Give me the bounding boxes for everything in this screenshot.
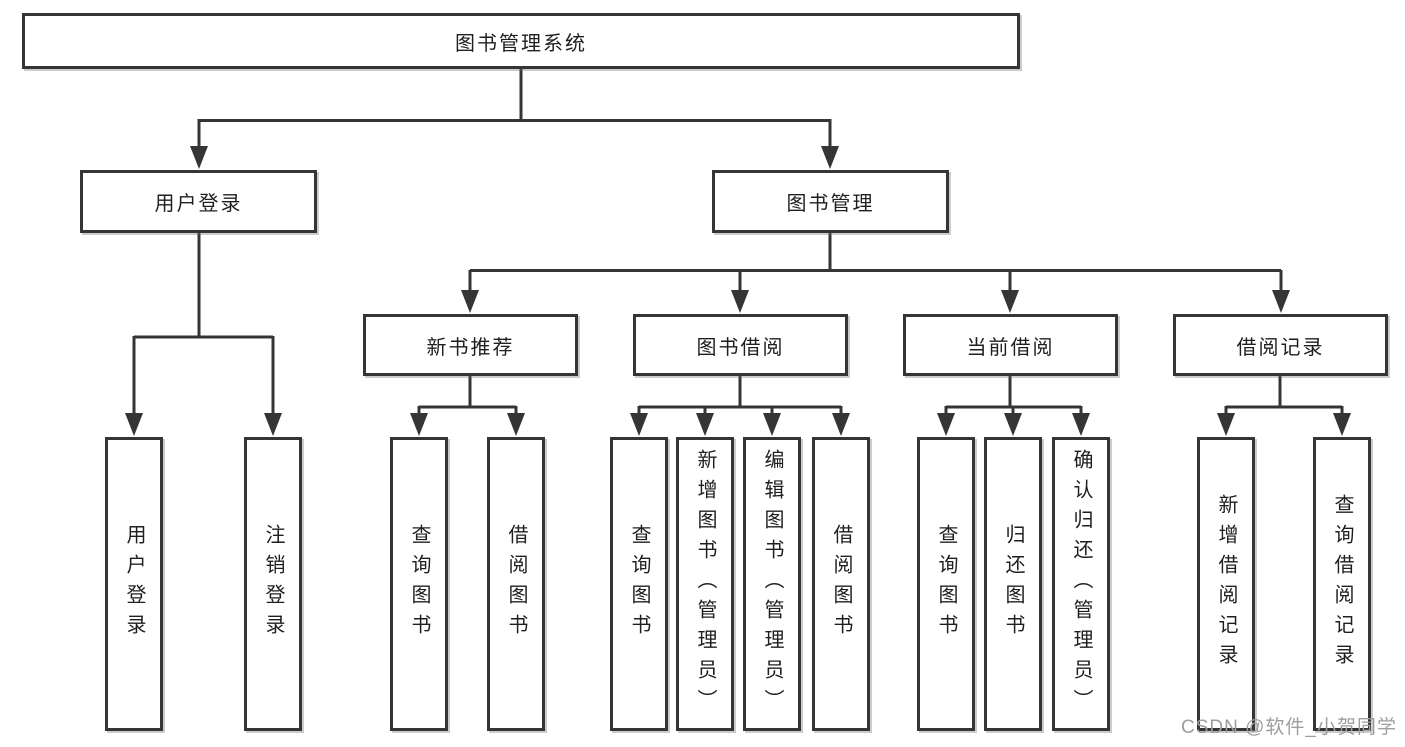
node-borrowing-records: 借阅记录 xyxy=(1173,314,1388,376)
leaf-bb-query-books: 查询图书 xyxy=(610,437,668,731)
node-library-management-system: 图书管理系统 xyxy=(22,13,1020,69)
arrowheads xyxy=(125,146,1351,436)
leaf-bb-add-books-admin: 新增图书（管理员） xyxy=(676,437,734,731)
leaf-user-login: 用户登录 xyxy=(105,437,163,731)
leaf-logout: 注销登录 xyxy=(244,437,302,731)
leaf-bb-edit-books-admin: 编辑图书（管理员） xyxy=(743,437,801,731)
leaf-cb-query-books: 查询图书 xyxy=(917,437,975,731)
csdn-watermark: CSDN @软件_小贺同学 xyxy=(1181,717,1397,738)
leaf-bb-borrow-books: 借阅图书 xyxy=(812,437,870,731)
leaf-br-add-borrow-record: 新增借阅记录 xyxy=(1197,437,1255,731)
leaf-cb-return-books: 归还图书 xyxy=(984,437,1042,731)
node-new-book-recommendation: 新书推荐 xyxy=(363,314,578,376)
leaf-cb-confirm-return-admin: 确认归还（管理员） xyxy=(1052,437,1110,731)
node-book-borrowing: 图书借阅 xyxy=(633,314,848,376)
node-user-login: 用户登录 xyxy=(80,170,317,233)
leaf-br-query-borrow-record: 查询借阅记录 xyxy=(1313,437,1371,731)
node-current-borrowing: 当前借阅 xyxy=(903,314,1118,376)
leaf-nb-query-books: 查询图书 xyxy=(390,437,448,731)
leaf-nb-borrow-books: 借阅图书 xyxy=(487,437,545,731)
node-book-management: 图书管理 xyxy=(712,170,949,233)
